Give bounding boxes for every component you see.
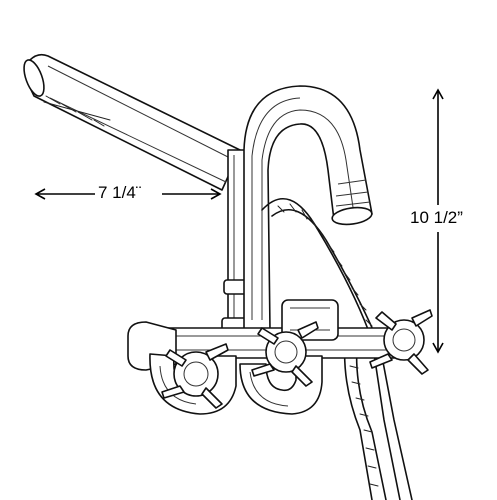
left-cross-handle	[161, 343, 229, 409]
width-dimension-label: 7 1/4¨	[95, 183, 145, 203]
gooseneck-spout	[243, 85, 373, 331]
right-cross-handle	[369, 309, 433, 375]
center-cross-handle	[251, 321, 319, 387]
height-dimension-label: 10 1/2”	[408, 208, 465, 228]
hand-shower-wand	[23, 53, 241, 191]
